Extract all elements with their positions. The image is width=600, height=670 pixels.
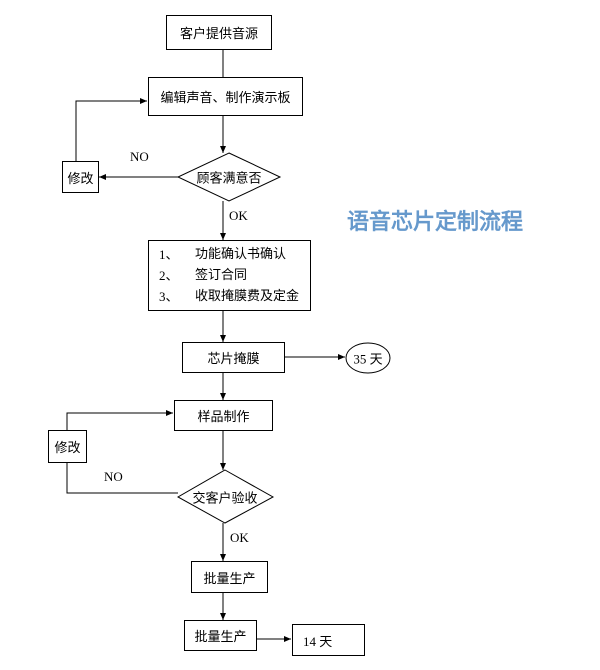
node-chip-mask: 芯片掩膜: [182, 342, 285, 373]
step-number: 2、: [159, 268, 179, 283]
node-modify-2: 修改: [48, 430, 87, 463]
mask-duration-ellipse: [345, 342, 391, 374]
node-mass-duration: 14 天: [292, 624, 365, 656]
decision1-diamond: [176, 152, 282, 202]
step-number: 3、: [159, 289, 179, 304]
decision1-label: 顾客满意否: [196, 171, 262, 187]
mask-duration-label: 35 天: [353, 351, 383, 367]
contract-step: 3、 收取掩膜费及定金: [159, 286, 299, 307]
edge-decision2-modify2: [66, 462, 178, 494]
edge-modify2-sample: [66, 410, 173, 430]
edge-label-no-1: NO: [130, 149, 149, 164]
node-sample-production: 样品制作: [174, 400, 273, 431]
node-contract-steps: 1、 功能确认书确认 2、 签订合同 3、 收取掩膜费及定金: [148, 240, 311, 311]
contract-step: 1、 功能确认书确认: [159, 244, 286, 265]
edge-label-ok-2: OK: [230, 530, 249, 545]
diagram-title: 语音芯片定制流程: [347, 209, 524, 235]
edge-label-ok-1: OK: [229, 208, 248, 223]
edge-modify1-edit: [75, 98, 147, 161]
node-modify-1: 修改: [62, 161, 99, 193]
node-mass-production-1: 批量生产: [191, 561, 268, 593]
edge-label-no-2: NO: [104, 469, 123, 484]
contract-step: 2、 签订合同: [159, 265, 247, 286]
step-text: 功能确认书确认: [195, 247, 287, 262]
node-edit-demo: 编辑声音、制作演示板: [148, 77, 303, 116]
step-text: 收取掩膜费及定金: [195, 289, 300, 304]
node-customer-source: 客户提供音源: [166, 15, 272, 50]
decision2-diamond: [176, 469, 275, 524]
step-text: 签订合同: [195, 268, 248, 283]
node-mass-production-2: 批量生产: [184, 620, 257, 651]
decision2-label: 交客户验收: [192, 491, 258, 507]
step-number: 1、: [159, 247, 179, 262]
